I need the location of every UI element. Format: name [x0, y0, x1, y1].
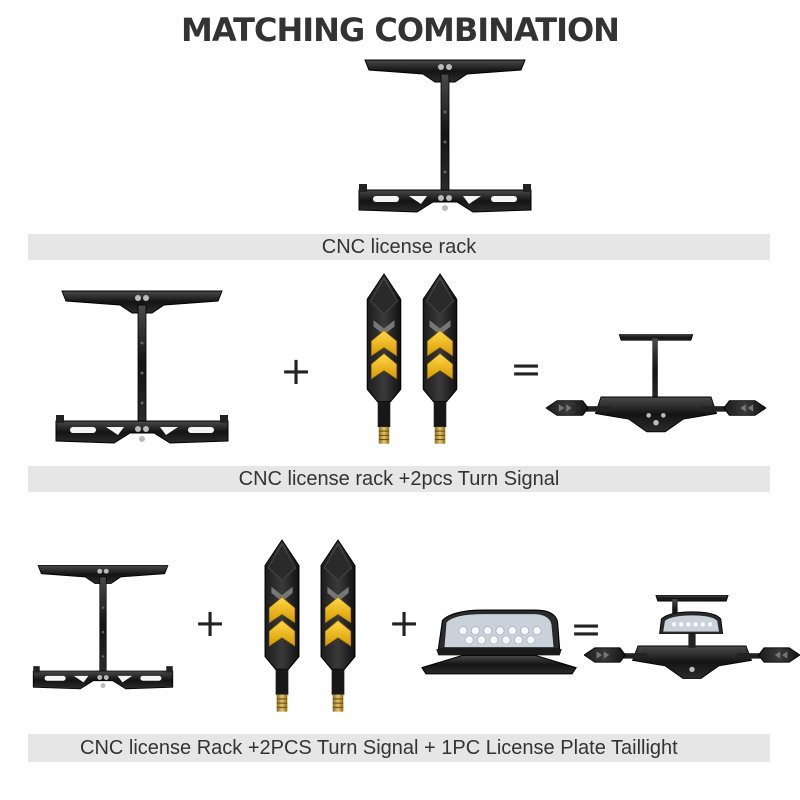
plus-operator: +	[194, 601, 226, 645]
cnc-license-rack-image	[355, 52, 535, 217]
combo-rack-signals-taillight-image	[584, 592, 800, 700]
plus-operator: +	[280, 349, 312, 393]
cnc-license-rack-image	[30, 556, 176, 696]
turn-signal-image	[416, 272, 464, 450]
row1-label: CNC license rack	[28, 234, 770, 260]
turn-signal-image	[314, 538, 362, 718]
plus-operator: +	[388, 601, 420, 645]
page-title: MATCHING COMBINATION	[181, 11, 620, 49]
turn-signal-image	[360, 272, 408, 450]
license-plate-taillight-image	[420, 608, 578, 680]
combo-rack-signals-image	[546, 330, 766, 442]
cnc-license-rack-image	[52, 278, 232, 453]
row2-label: CNC license rack +2pcs Turn Signal	[28, 466, 770, 492]
row3-label: CNC license Rack +2PCS Turn Signal + 1PC…	[28, 734, 770, 762]
turn-signal-image	[258, 538, 306, 718]
equals-operator: =	[570, 607, 602, 651]
equals-operator: =	[510, 347, 542, 391]
